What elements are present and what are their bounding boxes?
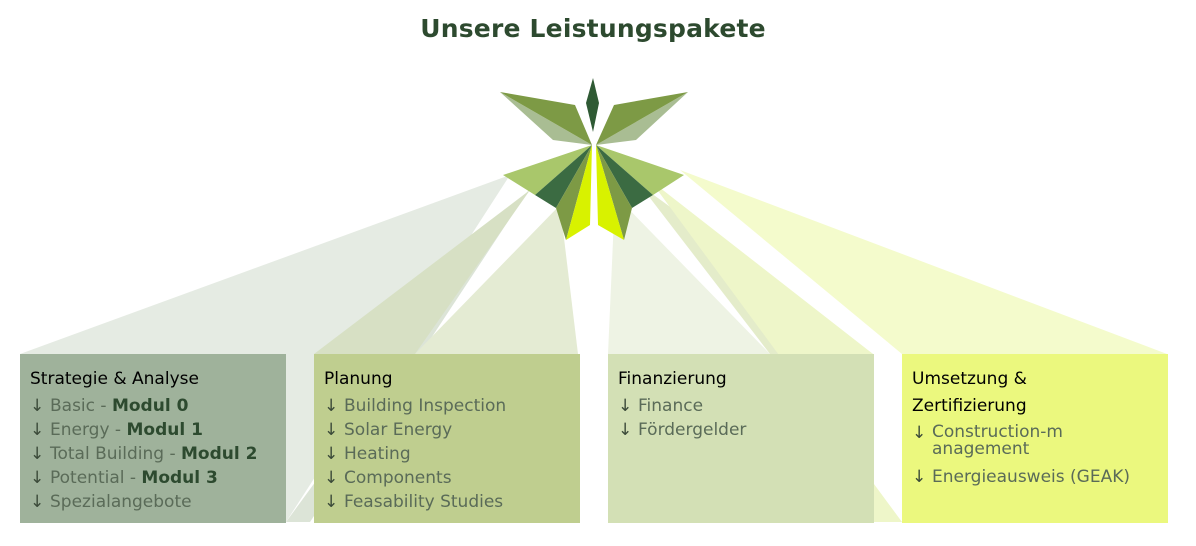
list-item[interactable]: ↓Feasability Studies	[324, 490, 570, 514]
arrow-down-icon: ↓	[30, 492, 45, 512]
arrow-down-icon: ↓	[324, 468, 339, 488]
arrow-down-icon: ↓	[912, 423, 927, 443]
package-finanzierung[interactable]: Finanzierung ↓Finance ↓Fördergelder	[608, 354, 874, 523]
package-title: Umsetzung & Zertifizierung	[912, 369, 1027, 416]
page-title: Unsere Leistungspakete	[420, 14, 766, 43]
list-item[interactable]: ↓Basic - Modul 0	[30, 394, 276, 418]
item-module: Modul 1	[126, 420, 203, 440]
list-item[interactable]: ↓Components	[324, 466, 570, 490]
item-module: Modul 0	[111, 396, 189, 416]
item-label: Components	[344, 468, 452, 488]
item-module: Modul 3	[141, 468, 218, 488]
package-title: Planung	[324, 369, 393, 389]
list-item[interactable]: ↓Spezialangebote	[30, 490, 276, 514]
item-label: Finance	[638, 396, 704, 416]
list-item[interactable]: ↓Building Inspection	[324, 394, 570, 418]
package-title: Finanzierung	[618, 369, 727, 389]
arrow-down-icon: ↓	[912, 467, 927, 487]
arrow-down-icon: ↓	[324, 420, 339, 440]
item-label: Spezialangebote	[50, 492, 192, 512]
ray-4b	[680, 170, 1167, 354]
item-label: Basic -	[50, 396, 112, 416]
arrow-down-icon: ↓	[324, 444, 339, 464]
package-title: Strategie & Analyse	[30, 369, 199, 389]
item-label: Building Inspection	[344, 396, 507, 416]
arrow-down-icon: ↓	[618, 420, 633, 440]
arrow-down-icon: ↓	[30, 468, 45, 488]
package-strategie[interactable]: Strategie & Analyse ↓Basic - Modul 0 ↓En…	[20, 354, 286, 523]
item-label: Total Building -	[50, 444, 182, 464]
item-module: Modul 2	[181, 444, 258, 464]
list-item[interactable]: ↓Finance	[618, 394, 864, 418]
arrow-down-icon: ↓	[30, 444, 45, 464]
list-item[interactable]: ↓Construction-management	[912, 421, 1158, 458]
arrow-down-icon: ↓	[618, 396, 633, 416]
item-label: Construction-management	[932, 422, 1063, 459]
ray-2a	[314, 190, 530, 354]
arrow-down-icon: ↓	[324, 396, 339, 416]
list-item[interactable]: ↓Heating	[324, 442, 570, 466]
package-planung[interactable]: Planung ↓Building Inspection ↓Solar Ener…	[314, 354, 580, 523]
arrow-down-icon: ↓	[324, 492, 339, 512]
package-umsetzung[interactable]: Umsetzung & Zertifizierung ↓Construction…	[902, 354, 1168, 523]
item-label: Fördergelder	[638, 420, 747, 440]
list-item[interactable]: ↓Energy - Modul 1	[30, 418, 276, 442]
list-item[interactable]: ↓Solar Energy	[324, 418, 570, 442]
list-item[interactable]: ↓Potential - Modul 3	[30, 466, 276, 490]
item-label: Energieausweis (GEAK)	[932, 467, 1130, 487]
item-label: Energy -	[50, 420, 127, 440]
butterfly-logo-icon	[500, 78, 688, 240]
item-label: Potential -	[50, 468, 142, 488]
arrow-down-icon: ↓	[30, 420, 45, 440]
item-label: Feasability Studies	[344, 492, 504, 512]
list-item[interactable]: ↓Fördergelder	[618, 418, 864, 442]
ray-3a	[608, 195, 770, 354]
list-item[interactable]: ↓Energieausweis (GEAK)	[912, 465, 1158, 489]
ray-2b	[415, 205, 578, 354]
list-item[interactable]: ↓Total Building - Modul 2	[30, 442, 276, 466]
item-label: Heating	[344, 444, 411, 464]
arrow-down-icon: ↓	[30, 396, 45, 416]
item-label: Solar Energy	[344, 420, 453, 440]
